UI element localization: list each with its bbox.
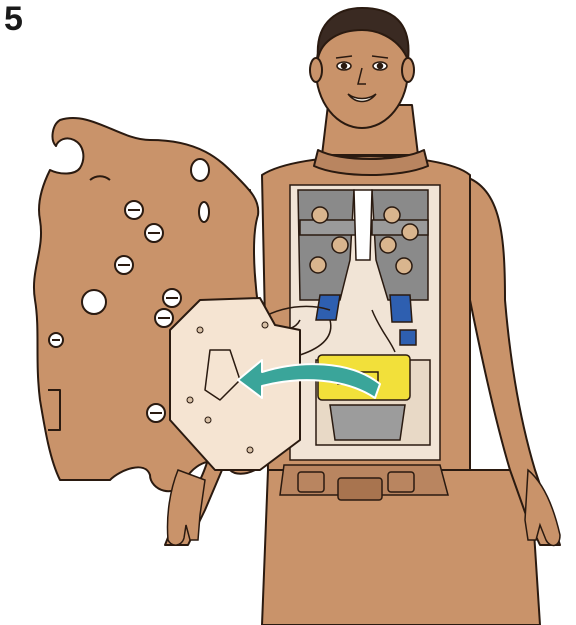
manikin-pelvis <box>280 465 448 500</box>
torso-cavity <box>290 185 440 460</box>
